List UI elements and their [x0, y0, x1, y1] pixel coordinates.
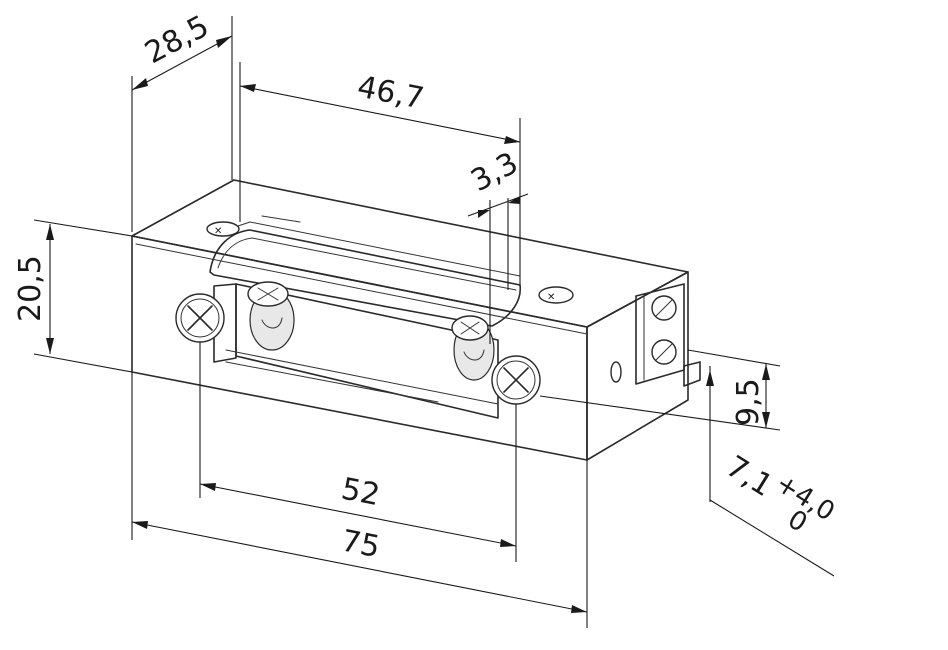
dim-offset: [467, 193, 529, 344]
dim-screw-spacing-label: 52: [338, 471, 382, 513]
dim-adjust-label: 7,1: [720, 449, 779, 504]
adjust-screw-left: [247, 281, 295, 351]
mount-screw-left: [175, 293, 225, 343]
dim-overall-length-label: 75: [338, 523, 382, 565]
dim-terminal-height-label: 9,5: [731, 378, 766, 426]
dim-height: [33, 219, 133, 373]
top-screw-right: ✕: [538, 286, 574, 304]
dim-depth-label: 28,5: [139, 9, 214, 71]
mount-screw-right: [491, 355, 541, 405]
svg-text:✕: ✕: [214, 226, 222, 237]
lock-body: [131, 179, 689, 461]
dim-adjust-tol-minus: 0: [782, 504, 812, 538]
dim-height-label: 20,5: [13, 255, 48, 322]
adjust-screw-right: [451, 315, 495, 381]
dim-overall-length: [131, 372, 588, 628]
dim-faceplate-length-label: 46,7: [354, 69, 426, 116]
top-screw-left: ✕: [206, 221, 240, 237]
dim-offset-label: 3,3: [465, 146, 524, 199]
terminal-block: [610, 283, 701, 387]
dim-adjust: [706, 366, 835, 577]
svg-text:✕: ✕: [547, 292, 555, 303]
dim-depth: [131, 16, 233, 232]
dim-screw-spacing: [199, 342, 517, 562]
dim-terminal-height: [539, 349, 781, 431]
